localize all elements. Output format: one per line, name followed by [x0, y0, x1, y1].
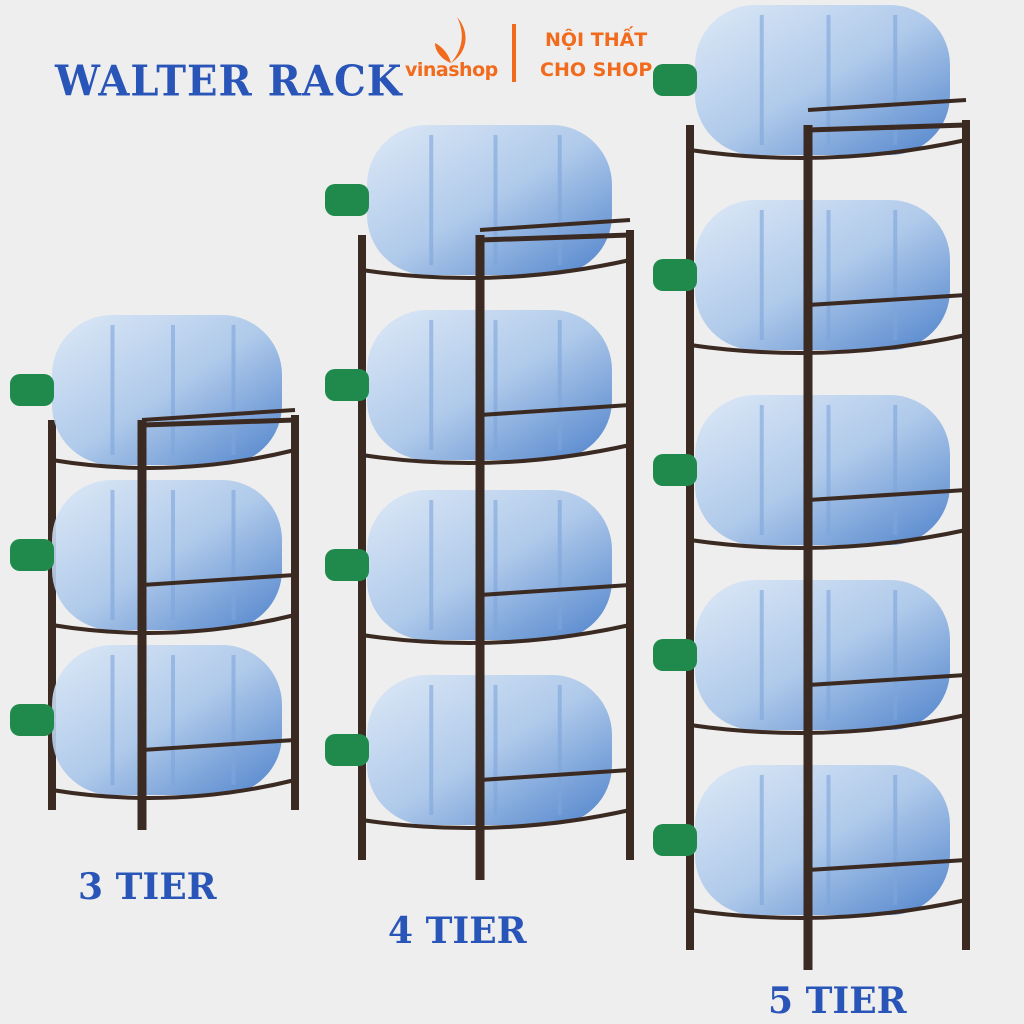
tier-label-5: 5 TIER	[768, 980, 907, 1022]
brand-line-2: CHO SHOP	[540, 59, 653, 81]
leaf-icon	[435, 17, 466, 63]
water-bottle	[367, 490, 612, 640]
tier-label-4: 4 TIER	[388, 910, 527, 952]
shelf-rail	[479, 583, 631, 597]
shelf-rail	[807, 98, 967, 112]
shelf-rail	[689, 898, 967, 920]
shelf-rail	[689, 138, 967, 160]
bottle-cap	[10, 374, 54, 406]
bottle-cap	[10, 539, 54, 571]
water-bottle	[52, 480, 282, 630]
bottle-cap	[325, 734, 369, 766]
bottle-cap	[325, 549, 369, 581]
shelf-rail	[361, 258, 631, 280]
water-bottle	[367, 125, 612, 275]
shelf-rail	[807, 673, 967, 687]
tier-label-3: 3 TIER	[78, 866, 217, 908]
water-bottle	[52, 645, 282, 795]
shelf-rail	[361, 443, 631, 465]
bottle-cap	[653, 259, 697, 291]
shelf-rail	[141, 738, 296, 752]
bottle-cap	[10, 704, 54, 736]
water-bottle	[695, 580, 950, 730]
bottle-cap	[653, 454, 697, 486]
shelf-rail	[479, 768, 631, 782]
bottle-cap	[325, 369, 369, 401]
shelf-rail	[479, 403, 631, 417]
shelf-rail	[141, 408, 296, 422]
shelf-rail	[51, 613, 296, 635]
logo-divider	[512, 24, 516, 82]
rack-top-bar	[807, 122, 967, 133]
water-bottle	[52, 315, 282, 465]
water-bottle	[695, 5, 950, 155]
vinashop-logo: vinashop	[405, 15, 505, 85]
brand-line-1: NỘI THẤT	[545, 29, 648, 51]
logo-name: vinashop	[405, 59, 498, 81]
shelf-rail	[361, 623, 631, 645]
shelf-rail	[807, 488, 967, 502]
bottle-cap	[653, 824, 697, 856]
rack-top-bar	[141, 417, 296, 428]
water-bottle	[695, 395, 950, 545]
product-title: WALTER RACK	[55, 56, 403, 107]
shelf-rail	[479, 218, 631, 232]
water-bottle	[695, 765, 950, 915]
shelf-rail	[141, 573, 296, 587]
brand-slogan: NỘI THẤT CHO SHOP	[540, 25, 652, 85]
shelf-rail	[689, 333, 967, 355]
water-bottle	[367, 675, 612, 825]
shelf-rail	[807, 858, 967, 872]
shelf-rail	[689, 713, 967, 735]
rack-top-bar	[479, 232, 631, 243]
shelf-rail	[807, 293, 967, 307]
shelf-rail	[361, 808, 631, 830]
shelf-rail	[51, 778, 296, 800]
bottle-cap	[653, 639, 697, 671]
water-bottle	[695, 200, 950, 350]
bottle-cap	[325, 184, 369, 216]
shelf-rail	[689, 528, 967, 550]
bottle-cap	[653, 64, 697, 96]
water-bottle	[367, 310, 612, 460]
shelf-rail	[51, 448, 296, 470]
